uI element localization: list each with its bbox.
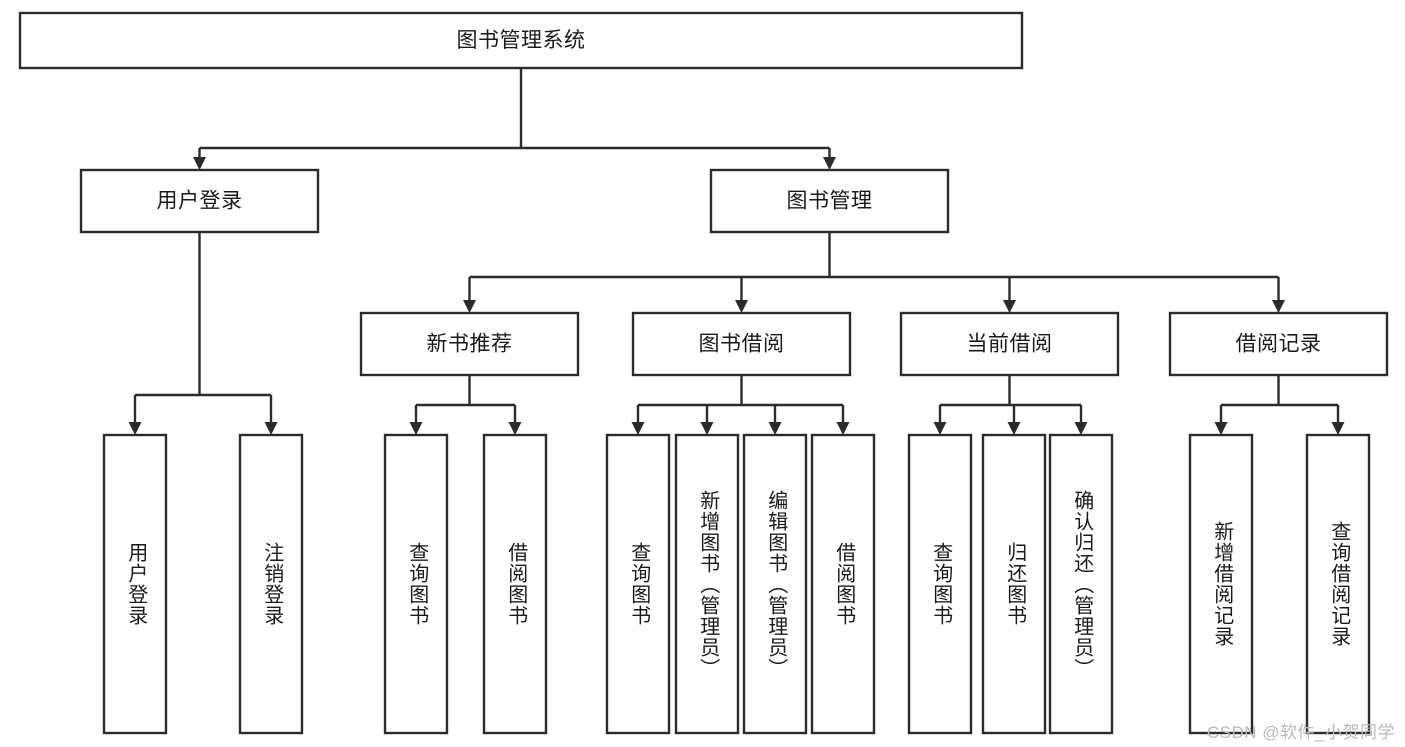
arrow-head-icon [264,422,278,435]
node-l3-图书借阅-label: 图书借阅 [699,333,785,356]
arrow-head-icon [1074,422,1088,435]
node-l3-新书推荐-label: 新书推荐 [427,333,513,356]
arrow-head-icon [1272,300,1285,313]
arrow-head-icon [1003,300,1016,313]
arrow-head-icon [193,157,206,170]
arrow-head-icon [700,422,714,435]
boxes-layer [18,11,1389,735]
arrow-head-icon [1214,422,1228,435]
connectors-layer [128,68,1345,435]
node-l2-图书管理-label: 图书管理 [787,190,873,213]
node-leaf-新增借阅记录[interactable] [1188,433,1254,735]
arrow-head-icon [836,422,850,435]
node-leaf-新增图书管理员[interactable] [674,433,740,735]
node-l2-用户登录-label: 用户登录 [157,190,243,213]
node-leaf-借阅图书[interactable] [482,433,548,735]
node-leaf-用户登录[interactable] [102,433,168,735]
node-leaf-借阅图书[interactable] [810,433,876,735]
node-leaf-注销登录[interactable] [238,433,304,735]
node-root-图书管理系统-label: 图书管理系统 [457,29,586,52]
arrow-head-icon [735,300,748,313]
node-leaf-查询借阅记录[interactable] [1305,433,1371,735]
node-l2-用户登录[interactable] [79,168,320,234]
node-l3-当前借阅[interactable] [899,311,1120,377]
arrow-head-icon [128,422,142,435]
node-leaf-归还图书[interactable] [981,433,1047,735]
node-l3-借阅记录-label: 借阅记录 [1236,333,1322,356]
node-l3-借阅记录[interactable] [1168,311,1389,377]
node-l2-图书管理[interactable] [709,168,950,234]
node-leaf-查询图书[interactable] [907,433,973,735]
arrow-head-icon [1007,422,1021,435]
arrow-head-icon [508,422,522,435]
node-leaf-确认归还管理员[interactable] [1048,433,1114,735]
node-leaf-查询图书[interactable] [383,433,449,735]
arrow-head-icon [823,157,836,170]
arrow-head-icon [933,422,947,435]
arrow-head-icon [768,422,782,435]
arrow-head-icon [463,300,476,313]
arrow-head-icon [409,422,423,435]
watermark-text: CSDN @软件_小贺同学 [1206,723,1395,742]
node-leaf-查询图书[interactable] [605,433,671,735]
arrow-head-icon [1331,422,1345,435]
node-leaf-编辑图书管理员[interactable] [742,433,808,735]
node-root-图书管理系统[interactable] [18,11,1024,70]
node-l3-图书借阅[interactable] [631,311,852,377]
node-l3-当前借阅-label: 当前借阅 [967,333,1053,356]
arrow-head-icon [631,422,645,435]
node-l3-新书推荐[interactable] [359,311,580,377]
